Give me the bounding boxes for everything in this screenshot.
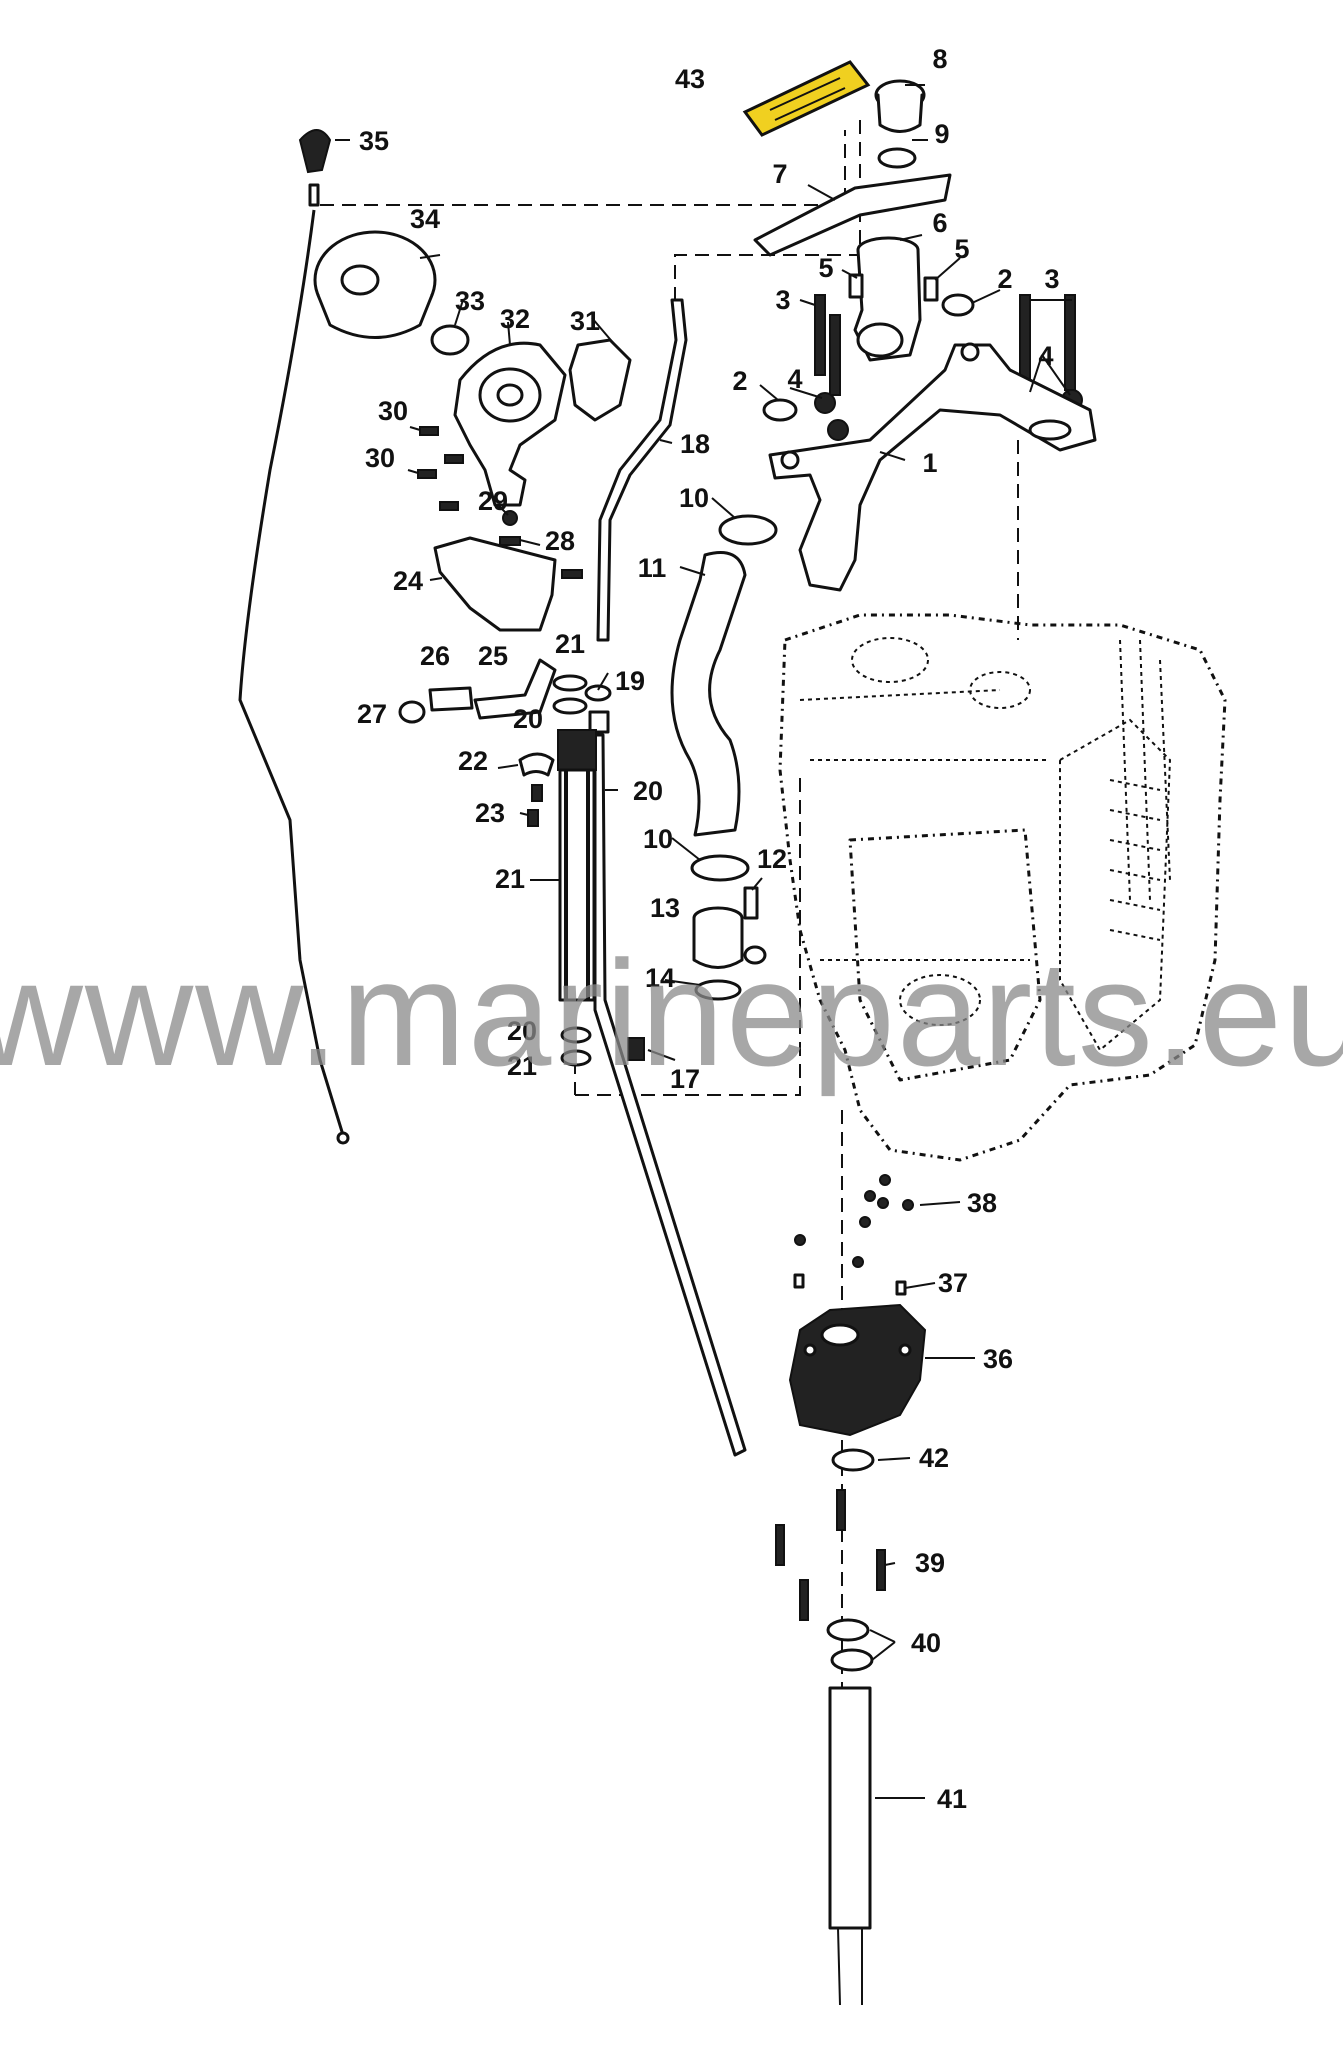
part-20-21-rings bbox=[552, 674, 592, 1067]
callout-40: 40 bbox=[911, 1628, 941, 1658]
callout-3-b: 3 bbox=[1044, 264, 1059, 294]
part-3-studs bbox=[814, 294, 1076, 396]
callout-11: 11 bbox=[638, 553, 667, 583]
callout-25: 25 bbox=[478, 641, 508, 671]
callout-28: 28 bbox=[545, 526, 575, 556]
part-42-o-ring bbox=[831, 1448, 875, 1472]
callout-14: 14 bbox=[645, 963, 675, 993]
callout-38: 38 bbox=[967, 1188, 997, 1218]
part-25-elbow bbox=[473, 658, 557, 720]
callout-41: 41 bbox=[937, 1784, 967, 1814]
watermark-text: www.marineparts.eu bbox=[0, 929, 1343, 1097]
part-8-oil-filler-cap bbox=[874, 79, 926, 133]
callout-3-a: 3 bbox=[775, 285, 790, 315]
callout-30-b: 30 bbox=[365, 443, 395, 473]
callout-labels: 43 8 9 7 6 5 5 2 3 3 4 4 2 1 18 10 11 35… bbox=[357, 44, 1060, 1814]
callout-19: 21 bbox=[495, 864, 525, 894]
callout-15: 18 bbox=[680, 429, 710, 459]
part-12-bolt bbox=[743, 886, 759, 920]
callout-24: 24 bbox=[393, 566, 423, 596]
part-32-filter-housing bbox=[453, 341, 567, 507]
part-10-clamps bbox=[690, 514, 778, 882]
part-36-adapter-plate bbox=[788, 1303, 927, 1437]
part-37-dowels bbox=[793, 1273, 907, 1296]
callout-32: 32 bbox=[500, 304, 530, 334]
callout-18: 17 bbox=[670, 1064, 700, 1094]
callout-12: 12 bbox=[757, 844, 787, 874]
callout-43: 43 bbox=[675, 64, 705, 94]
callout-10-b: 10 bbox=[643, 824, 673, 854]
part-1-bracket bbox=[768, 342, 1097, 592]
callout-17: 20 bbox=[633, 776, 663, 806]
part-43-decal bbox=[742, 60, 871, 137]
part-35-dipstick bbox=[238, 129, 350, 1145]
part-11-hose bbox=[670, 551, 747, 837]
callout-5-a: 5 bbox=[818, 253, 833, 283]
part-23-screws bbox=[527, 784, 543, 827]
callout-23: 23 bbox=[475, 798, 505, 828]
callout-27: 27 bbox=[357, 699, 387, 729]
part-14-o-ring bbox=[694, 979, 742, 1001]
part-27-plug bbox=[398, 700, 426, 724]
part-39-bolts bbox=[775, 1489, 886, 1621]
callout-29: 29 bbox=[478, 486, 508, 516]
callout-2-b: 2 bbox=[732, 366, 747, 396]
callout-26: 26 bbox=[420, 641, 450, 671]
callout-20-b: 20 bbox=[507, 1016, 537, 1046]
callout-36: 36 bbox=[983, 1344, 1013, 1374]
callout-22: 22 bbox=[458, 746, 488, 776]
part-6-filler-neck bbox=[853, 236, 922, 362]
callout-37: 37 bbox=[938, 1268, 968, 1298]
part-16-ring bbox=[584, 684, 612, 702]
part-41-driveshaft bbox=[828, 1686, 872, 2006]
callout-4-a: 4 bbox=[787, 364, 802, 394]
part-33-adapter bbox=[430, 324, 470, 356]
part-34-oil-filter bbox=[313, 230, 437, 339]
callout-8: 8 bbox=[932, 44, 947, 74]
callout-10-a: 10 bbox=[679, 483, 709, 513]
callout-35: 35 bbox=[359, 126, 389, 156]
callout-39: 39 bbox=[915, 1548, 945, 1578]
callout-33: 33 bbox=[455, 286, 485, 316]
part-30-screws bbox=[417, 426, 464, 511]
part-15-dipstick-tube bbox=[596, 298, 688, 642]
part-31-gasket bbox=[568, 338, 632, 422]
part-5-bolts bbox=[848, 273, 939, 302]
callout-21-a: 21 bbox=[555, 629, 585, 659]
part-18-spring bbox=[627, 1037, 645, 1061]
callout-21-b: 21 bbox=[507, 1051, 537, 1081]
part-22-clip bbox=[518, 752, 555, 777]
callout-6: 6 bbox=[932, 208, 947, 238]
part-2-plugs bbox=[762, 293, 975, 422]
callout-30-a: 30 bbox=[378, 396, 408, 426]
callout-16: 19 bbox=[615, 666, 645, 696]
callout-9: 9 bbox=[934, 119, 949, 149]
part-13-fitting bbox=[692, 906, 767, 969]
callout-34: 34 bbox=[410, 204, 440, 234]
callout-7: 7 bbox=[772, 159, 787, 189]
leader-lines bbox=[335, 84, 1072, 1799]
part-9-o-ring bbox=[877, 147, 917, 169]
part-26-hose bbox=[428, 686, 474, 712]
part-40-rings bbox=[826, 1618, 874, 1672]
callout-13: 13 bbox=[650, 893, 680, 923]
part-7-gasket bbox=[753, 173, 952, 257]
callout-1: 1 bbox=[922, 448, 937, 478]
part-38-screws bbox=[794, 1174, 914, 1268]
engine-block-outline bbox=[778, 613, 1227, 1162]
callout-2-a: 2 bbox=[997, 264, 1012, 294]
part-19-strainer bbox=[557, 729, 597, 1002]
callout-20-a: 20 bbox=[513, 704, 543, 734]
callout-5-b: 5 bbox=[954, 234, 969, 264]
callout-42: 42 bbox=[919, 1443, 949, 1473]
callout-4-b: 4 bbox=[1038, 341, 1053, 371]
part-17-dipstick-lower-tube bbox=[588, 710, 747, 1457]
part-24-bracket bbox=[433, 536, 557, 632]
callout-31: 31 bbox=[570, 306, 600, 336]
